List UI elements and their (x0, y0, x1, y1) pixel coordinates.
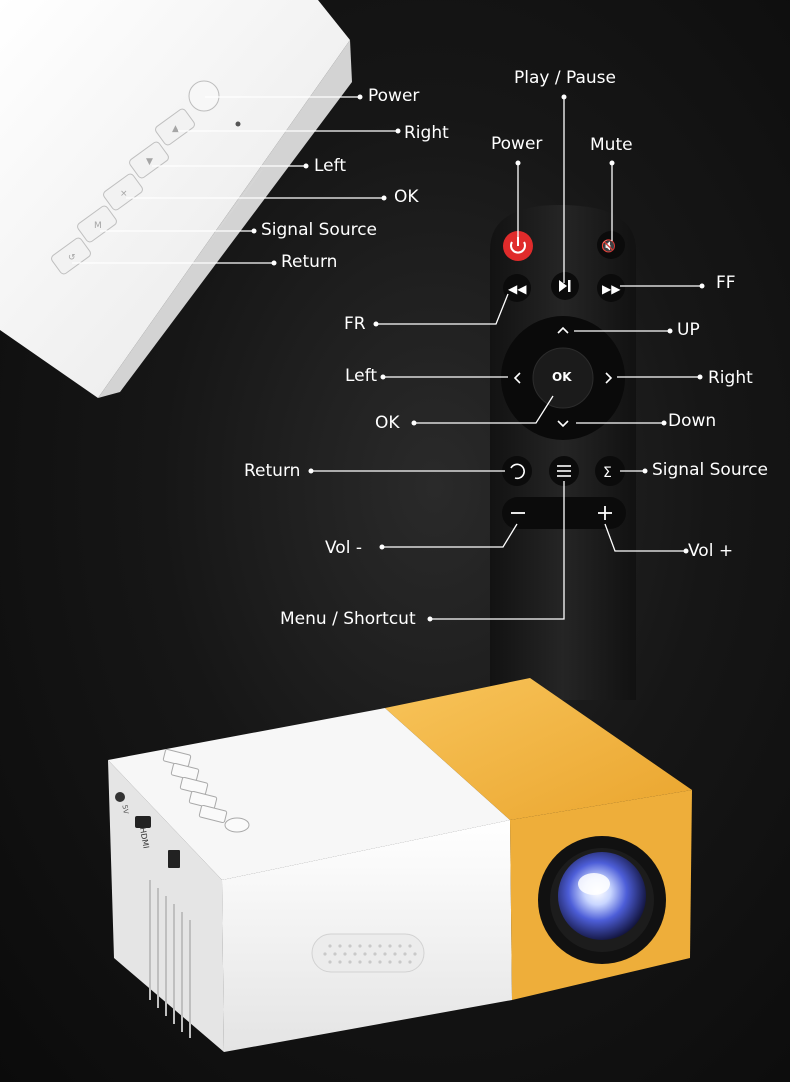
svg-text:▶▶: ▶▶ (602, 282, 621, 296)
svg-text:↺: ↺ (68, 253, 76, 263)
svg-text:×: × (120, 189, 128, 199)
panel-source-button (77, 205, 117, 243)
remote-dots (308, 94, 705, 622)
remote-return-button (502, 456, 532, 486)
svg-text:▲: ▲ (172, 124, 179, 134)
bottom-projector (108, 678, 692, 1052)
svg-text:M: M (94, 221, 102, 231)
remote-right-label: Right (708, 368, 753, 388)
speaker-holes (323, 944, 417, 964)
panel-right-button (155, 108, 195, 146)
svg-text:🔇: 🔇 (601, 239, 616, 253)
top-power-label: Power (368, 86, 420, 106)
top-signal-source-label: Signal Source (261, 220, 378, 240)
panel-button-glyphs: ▲ ▼ × M ↺ (68, 124, 179, 263)
remote-ff-button (597, 274, 625, 302)
top-ok-label: OK (394, 187, 419, 207)
remote-return-label: Return (244, 461, 301, 481)
panel-power-button (188, 80, 220, 112)
remote-mute-button (597, 231, 625, 259)
panel-side (98, 40, 352, 398)
projector-top-buttons (162, 748, 250, 833)
remote-signal-source-label: Signal Source (652, 460, 769, 480)
top-panel-dots (251, 94, 401, 266)
remote-leaders (311, 97, 702, 620)
projector-top-white (108, 708, 510, 880)
remote-control: 🔇 ◀◀ ▶▶ Σ (490, 205, 636, 700)
panel-ok-button (103, 173, 143, 211)
remote-menu-shortcut-label: Menu / Shortcut (280, 609, 416, 629)
remote-vol-plus-label: Vol + (688, 541, 734, 561)
remote-dpad-arrows (513, 326, 613, 428)
remote-ff-label: FF (716, 273, 736, 293)
remote-ok-label: OK (375, 413, 400, 433)
top-left-label: Left (314, 156, 346, 176)
remote-source-button (595, 456, 625, 486)
projector-side-vents (149, 880, 191, 1038)
hdmi-port (135, 816, 151, 828)
top-panel-leaders (72, 96, 398, 264)
remote-down-label: Down (668, 411, 717, 431)
remote-fr-label: FR (344, 314, 366, 334)
panel-return-button (51, 237, 91, 275)
dc-port (115, 792, 125, 802)
remote-play-pause-label: Play / Pause (514, 68, 616, 88)
svg-text:◀◀: ◀◀ (508, 282, 527, 296)
panel-led (235, 121, 241, 127)
svg-text:Σ: Σ (603, 465, 612, 481)
remote-vol-minus-label: Vol - (325, 538, 362, 558)
top-right-label: Right (404, 123, 449, 143)
usb-port (168, 850, 180, 868)
top-projector-panel: ▲ ▼ × M ↺ (0, 0, 352, 398)
panel-left-button (129, 141, 169, 179)
remote-ok-button (532, 347, 594, 409)
remote-fr-button (503, 274, 531, 302)
svg-text:▼: ▼ (146, 157, 153, 167)
lens-glass (558, 852, 646, 940)
remote-mute-label: Mute (590, 135, 633, 155)
remote-ok-button-text: OK (552, 370, 572, 384)
panel-top-surface (0, 0, 350, 398)
remote-left-label: Left (345, 366, 377, 386)
top-return-label: Return (281, 252, 338, 272)
projector-top-yellow (385, 678, 692, 820)
dc-port-label: 5V (120, 804, 130, 815)
speaker-grille (311, 933, 425, 973)
remote-power-label: Power (491, 134, 543, 154)
panel-buttons (51, 108, 195, 275)
panel-vents (211, 169, 263, 239)
remote-up-label: UP (677, 320, 700, 340)
